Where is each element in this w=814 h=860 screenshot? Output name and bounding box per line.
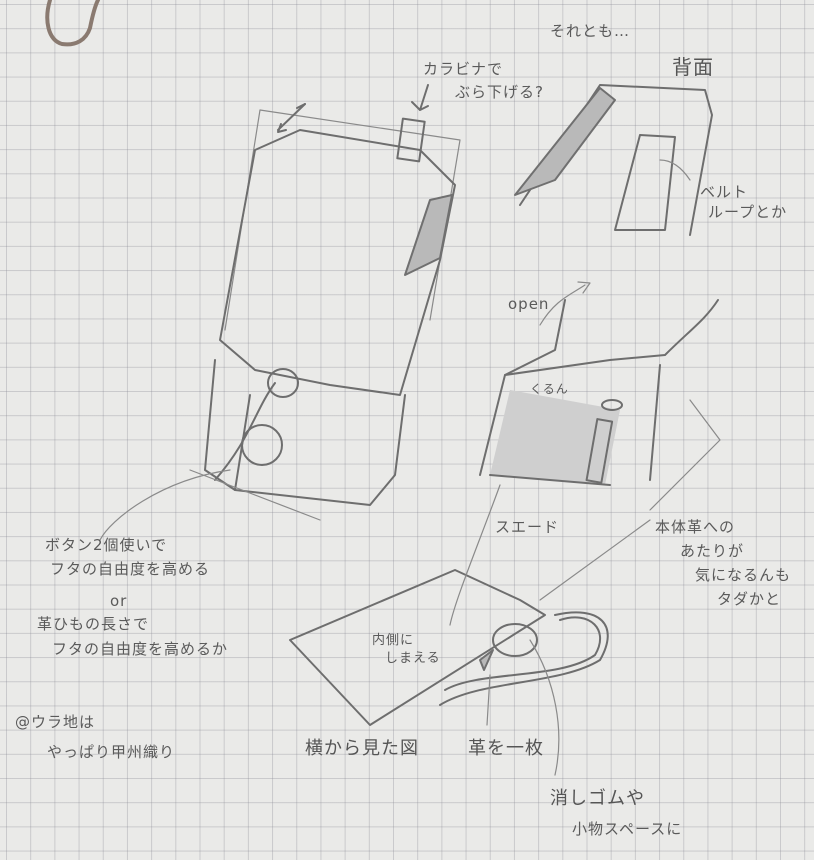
pouch-front-sketch (189, 84, 461, 521)
note-carabiner-2: ぶら下げる? (455, 83, 544, 101)
note-leather-contact-3: 気になるんも (695, 566, 792, 584)
note-back-view: 背面 (672, 55, 714, 79)
note-leather-contact-2: あたりが (680, 542, 745, 560)
note-side-view: 横から見た図 (305, 738, 419, 759)
note-or-else: それとも… (550, 22, 631, 40)
note-inside-2: しまえる (385, 651, 441, 666)
note-belt-loop-2: ループとか (708, 203, 788, 221)
binder-clip-icon (45, 0, 100, 47)
note-eraser-1: 消しゴムや (550, 788, 645, 809)
note-button-3: 革ひもの長さで (37, 615, 150, 633)
note-button-or: or (110, 592, 128, 610)
note-leather-contact-1: 本体革への (655, 518, 736, 536)
note-kurun: くるん (530, 382, 569, 396)
note-open: open (508, 295, 550, 313)
note-leather-contact-4: タダかと (717, 590, 782, 608)
note-lining-2: やっぱり甲州織り (47, 743, 176, 761)
back-view-sketch (514, 84, 713, 236)
note-one-leather: 革を一枚 (468, 738, 544, 759)
note-inside-1: 内側に (372, 633, 415, 648)
note-carabiner-1: カラビナで (423, 60, 504, 78)
note-button-1: ボタン2個使いで (45, 536, 168, 554)
note-suede: スエード (495, 518, 560, 536)
note-button-4: フタの自由度を高めるか (52, 640, 229, 658)
note-button-2: フタの自由度を高める (50, 560, 211, 578)
open-view-sketch (479, 281, 721, 511)
side-view-sketch (99, 469, 651, 776)
note-belt-loop-1: ベルト (700, 183, 749, 201)
note-lining-1: @ウラ地は (15, 713, 96, 731)
note-eraser-2: 小物スペースに (572, 820, 683, 838)
